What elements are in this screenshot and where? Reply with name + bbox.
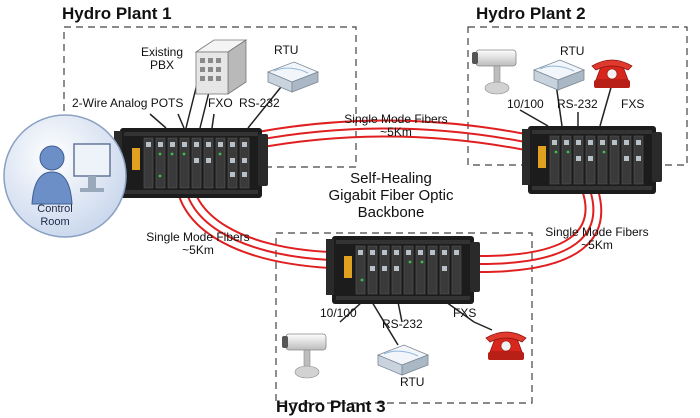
port-10-100-label-plant-3: 10/100 — [320, 306, 357, 320]
phone-icon-plant-2 — [591, 59, 633, 88]
rtu-icon-plant-2 — [532, 59, 586, 91]
plant-1-title: Hydro Plant 1 — [62, 4, 172, 23]
camera-icon-plant-3 — [282, 333, 327, 379]
plant-3-connections — [339, 301, 493, 346]
rtu-label-plant-1: RTU — [274, 43, 299, 57]
chassis-plant-2 — [522, 126, 662, 194]
fxo-label: FXO — [208, 96, 233, 110]
fxs-label-plant-2: FXS — [621, 97, 645, 111]
plant-2-title: Hydro Plant 2 — [476, 4, 586, 23]
chassis-plant-3 — [326, 236, 480, 304]
control-room-label: Control Room — [37, 203, 73, 228]
rtu-label-plant-2: RTU — [560, 44, 585, 58]
control-room-icon — [3, 114, 127, 238]
rtu-icon-plant-1 — [266, 61, 320, 93]
rs232-label-plant-3: RS-232 — [382, 317, 423, 331]
fiber-label-left: Single Mode Fibers ~5Km — [146, 230, 250, 257]
chassis-plant-1 — [114, 128, 268, 198]
plant-3-title: Hydro Plant 3 — [276, 397, 386, 416]
camera-icon-plant-2 — [472, 49, 517, 95]
port-10-100-label-plant-2: 10/100 — [507, 97, 544, 111]
plant-3-boundary — [275, 232, 533, 404]
pbx-icon — [194, 39, 248, 95]
fiber-label-top: Single Mode Fibers ~5Km — [344, 112, 448, 139]
fiber-link-right — [479, 189, 603, 273]
phone-icon-plant-3 — [485, 331, 527, 360]
backbone-label: Self-Healing Gigabit Fiber Optic Backbon… — [328, 170, 454, 221]
rtu-label-plant-3: RTU — [400, 375, 425, 389]
plant-2-boundary — [467, 26, 688, 166]
rs232-label-plant-1: RS-232 — [239, 96, 280, 110]
existing-pbx-label: Existing PBX — [140, 45, 184, 72]
rs232-label-plant-2: RS-232 — [557, 97, 598, 111]
pots-label: 2-Wire Analog POTS — [72, 96, 184, 110]
rtu-icon-plant-3 — [376, 344, 430, 376]
fiber-label-right: Single Mode Fibers ~5Km — [545, 225, 649, 252]
plant-2-connections — [519, 83, 613, 127]
fxs-label-plant-3: FXS — [453, 306, 477, 320]
